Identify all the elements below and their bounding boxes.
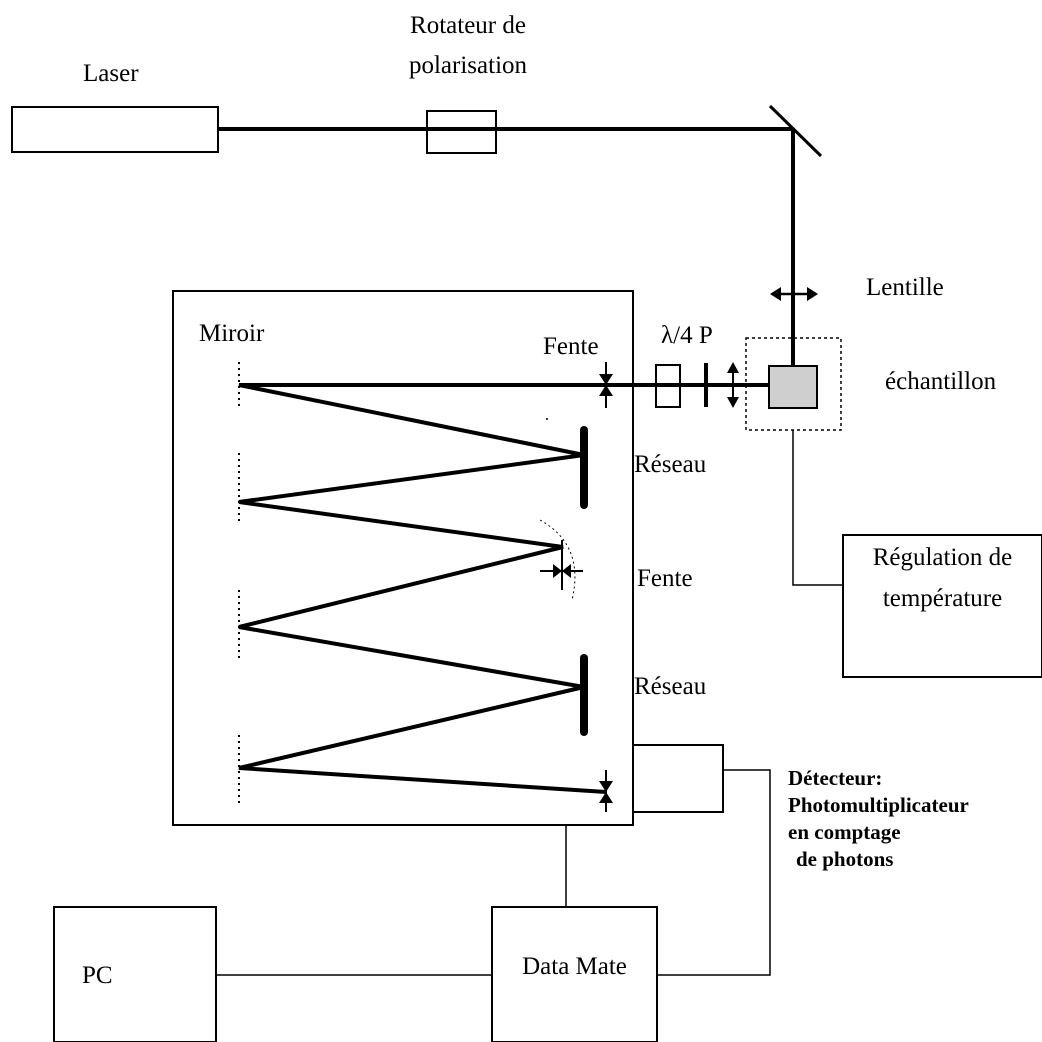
lens-symbol <box>770 287 818 301</box>
grating-2-label: Réseau <box>634 673 707 700</box>
rotator-label-line1: Rotateur de <box>410 12 526 39</box>
polarization-rotator-box <box>426 110 497 154</box>
grating-1-label: Réseau <box>634 451 707 478</box>
detector-label-line1: Détecteur: <box>788 766 883 790</box>
sample-cell <box>768 365 818 409</box>
pc-box <box>53 906 217 1042</box>
entrance-slit-label: Fente <box>543 333 599 360</box>
sample-label: échantillon <box>885 368 997 395</box>
detector-label-line2: Photomultiplicateur <box>788 793 969 817</box>
wire-sample-to-regulator <box>792 430 843 586</box>
laser-label: Laser <box>83 60 139 87</box>
collecting-lens-symbol <box>727 362 739 408</box>
detector-box <box>632 744 724 813</box>
rotator-label-line2: polarisation <box>408 52 528 79</box>
temperature-label-line1: Régulation de <box>872 544 1013 571</box>
quarter-wave-plate-label: λ/4 P <box>661 322 713 349</box>
middle-slit <box>539 519 583 601</box>
folding-mirror <box>768 104 823 158</box>
optical-path-zigzag <box>238 383 607 794</box>
wire-detector-to-datamate <box>657 769 771 976</box>
detector-label-line4: de photons <box>796 847 894 871</box>
temperature-label-line2: température <box>882 585 1003 612</box>
spectrometer-box <box>172 290 634 826</box>
lens-label: Lentille <box>866 274 944 301</box>
exit-slit <box>599 770 613 812</box>
temperature-regulator-box <box>842 534 1042 678</box>
middle-slit-label: Fente <box>637 565 693 592</box>
mirror-label: Miroir <box>199 320 265 347</box>
entrance-slit <box>599 362 613 408</box>
detector-label-line3: en comptage <box>788 820 901 844</box>
pc-label: PC <box>82 962 113 989</box>
laser-box <box>11 106 219 153</box>
datamate-label: Data Mate <box>522 953 627 980</box>
